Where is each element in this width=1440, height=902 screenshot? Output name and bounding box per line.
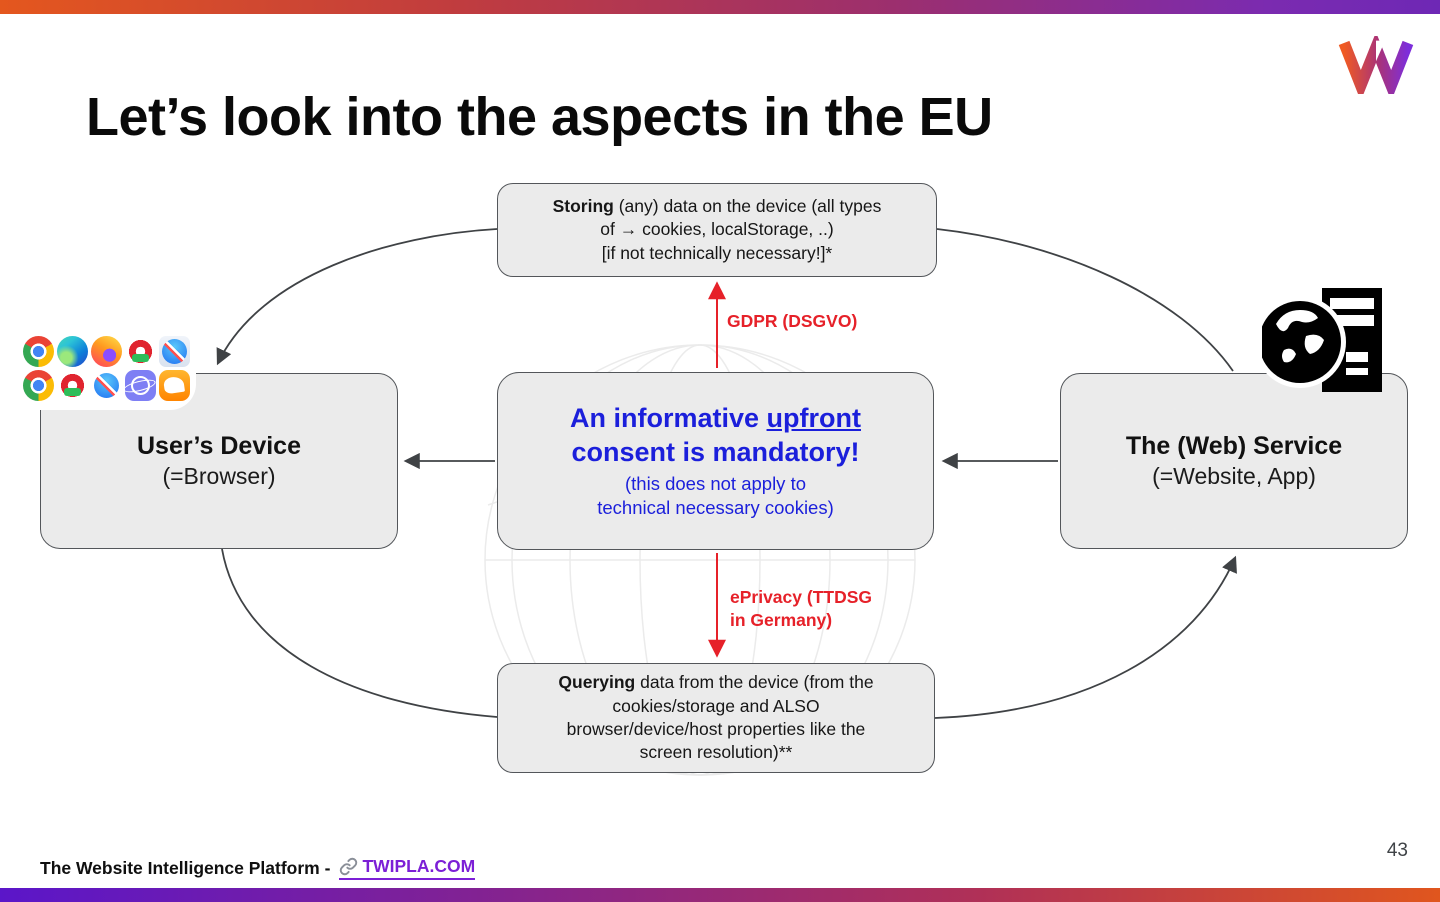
safari-ios-icon	[90, 369, 122, 401]
edge-icon	[56, 335, 88, 367]
bottom-gradient-bar	[0, 888, 1440, 902]
slide-title: Let’s look into the aspects in the EU	[86, 87, 993, 147]
arc-storing-to-device	[216, 228, 498, 366]
chrome-icon	[22, 335, 54, 367]
user-device-title: User’s Device	[136, 431, 301, 460]
web-service-subtitle: (=Website, App)	[1152, 463, 1316, 490]
arc-querying-to-service	[934, 555, 1237, 719]
footer-text: The Website Intelligence Platform -	[40, 857, 331, 878]
querying-box: Querying data from the device (from the …	[497, 663, 935, 773]
globe-server-icon	[1262, 288, 1382, 392]
gdpr-label: GDPR (DSGVO)	[727, 311, 858, 331]
page-number: 43	[1386, 840, 1408, 861]
storing-box-text: Storing (any) data on the device (all ty…	[552, 195, 882, 263]
twipla-link-text: TWIPLA.COM	[362, 856, 476, 876]
browser-icons-panel	[14, 324, 196, 410]
firefox-icon	[90, 335, 122, 367]
top-gradient-bar	[0, 0, 1440, 14]
twipla-link[interactable]: TWIPLA.COM	[339, 856, 476, 880]
querying-box-text: Querying data from the device (from the …	[558, 672, 874, 763]
consent-heading: An informative upfront consent is mandat…	[570, 403, 861, 467]
opera-icon	[124, 335, 156, 367]
web-service-title: The (Web) Service	[1125, 431, 1343, 460]
twipla-logo-icon	[1338, 36, 1414, 94]
opera-mini-icon	[56, 369, 88, 401]
arc-device-to-querying	[221, 548, 498, 718]
user-device-subtitle: (=Browser)	[162, 463, 276, 490]
footer: The Website Intelligence Platform - TWIP…	[40, 856, 476, 880]
samsung-internet-icon	[124, 369, 156, 401]
uc-browser-icon	[158, 369, 190, 401]
chain-link-icon	[340, 857, 358, 876]
arc-service-to-storing	[936, 228, 1234, 372]
web-service-box: The (Web) Service (=Website, App)	[1060, 373, 1408, 549]
consent-box: An informative upfront consent is mandat…	[497, 372, 934, 550]
chrome-mobile-icon	[22, 369, 54, 401]
eprivacy-label: ePrivacy (TTDSG in Germany)	[730, 587, 872, 630]
storing-box: Storing (any) data on the device (all ty…	[497, 183, 937, 277]
safari-icon	[158, 335, 190, 367]
consent-subtext: (this does not apply to technical necess…	[597, 472, 834, 518]
